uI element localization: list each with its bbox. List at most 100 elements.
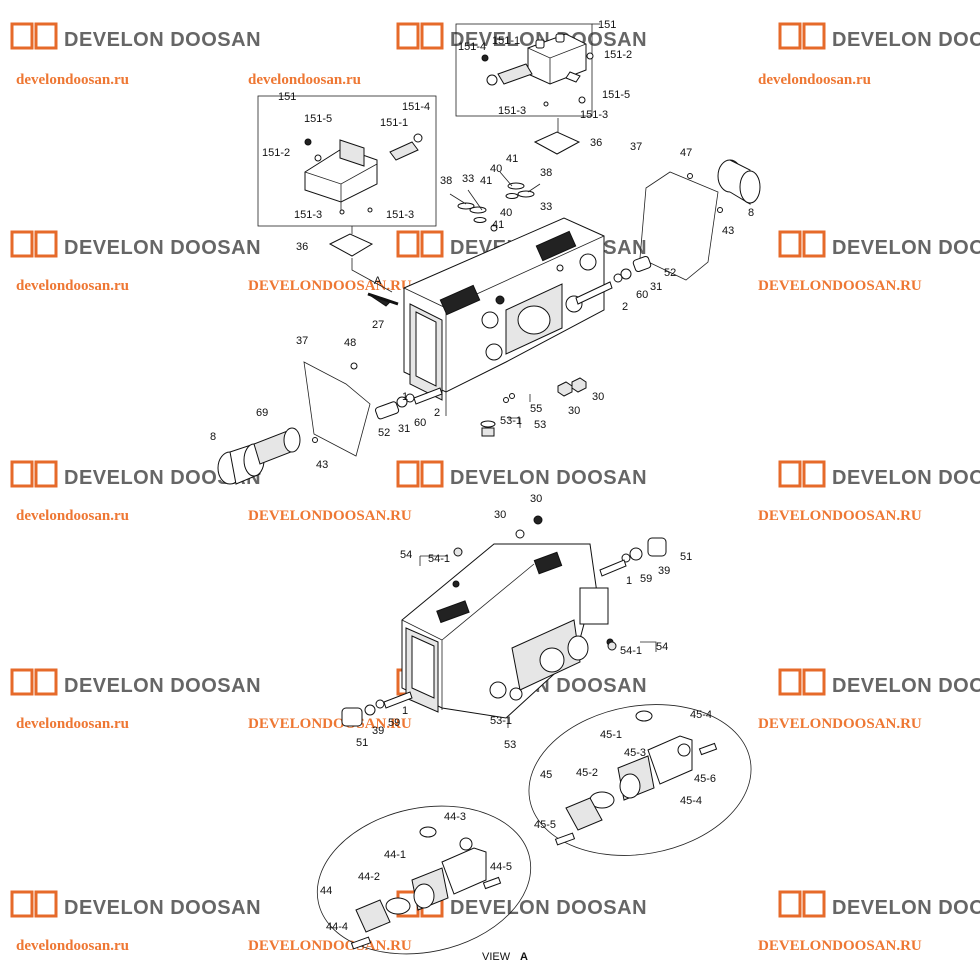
label-45-3: 45-3: [624, 747, 646, 759]
label-41: 41: [506, 153, 518, 165]
label-44: 44: [320, 885, 332, 897]
label-30: 30: [494, 509, 506, 521]
label-1: 1: [402, 705, 408, 717]
label-53-1: 53-1: [500, 415, 522, 427]
label-52: 52: [378, 427, 390, 439]
leader-lines: [419, 171, 657, 728]
label-151-1: 151-1: [380, 117, 408, 129]
watermark-brand: DEVELON DOOSAN: [450, 467, 647, 489]
plug-43-right: [717, 207, 723, 213]
label-33: 33: [540, 201, 552, 213]
valve-assembly-151-left: [257, 95, 437, 227]
label-45-5: 45-5: [534, 819, 556, 831]
watermark-url: DEVELONDOOSAN.RU: [758, 716, 922, 732]
view-caption-word: VIEW: [482, 951, 511, 963]
watermark-brand: DEVELON DOOSAN: [832, 29, 980, 51]
label-31: 31: [650, 281, 662, 293]
label-37: 37: [296, 335, 308, 347]
label-151-4: 151-4: [402, 101, 430, 113]
watermark-brand: DEVELON DOOSAN: [832, 237, 980, 259]
brand-logo-icon: [778, 460, 826, 488]
label-51: 51: [680, 551, 692, 563]
watermark-brand: DEVELON DOOSAN: [832, 897, 980, 919]
label-31: 31: [398, 423, 410, 435]
label-51: 51: [356, 737, 368, 749]
watermark-url: DEVELONDOOSAN.RU: [248, 938, 412, 954]
label-37: 37: [630, 141, 642, 153]
label-30: 30: [592, 391, 604, 403]
watermark-url: develondoosan.ru: [758, 72, 871, 88]
plug-53: [480, 420, 496, 437]
label-151-1: 151-1: [492, 35, 520, 47]
label-45: 45: [540, 769, 552, 781]
label-151-5: 151-5: [602, 89, 630, 101]
label-151-3: 151-3: [294, 209, 322, 221]
label-53: 53: [504, 739, 516, 751]
label-45-4: 45-4: [690, 709, 712, 721]
gasket-36-left: [328, 233, 374, 257]
label-52: 52: [664, 267, 676, 279]
label-44-2: 44-2: [358, 871, 380, 883]
label-30: 30: [530, 493, 542, 505]
label-151-3: 151-3: [498, 105, 526, 117]
watermark-url: DEVELONDOOSAN.RU: [248, 508, 412, 524]
label-33: 33: [462, 173, 474, 185]
watermark-brand: DEVELON DOOSAN: [450, 897, 647, 919]
label-1: 1: [626, 575, 632, 587]
brand-logo-icon: [778, 668, 826, 696]
label-43: 43: [722, 225, 734, 237]
brand-logo-icon: [10, 230, 58, 258]
label-41: 41: [492, 219, 504, 231]
spool-set-lower-left: [341, 691, 413, 727]
brand-logo-icon: [396, 22, 444, 50]
label-38: 38: [440, 175, 452, 187]
label-53: 53: [534, 419, 546, 431]
bearing-8-right: [717, 159, 761, 205]
valve-assembly-151-top: [455, 23, 600, 117]
label-45-2: 45-2: [576, 767, 598, 779]
watermark-url: DEVELONDOOSAN.RU: [248, 278, 412, 294]
label-arrow-a: A: [374, 275, 382, 287]
label-45-4: 45-4: [680, 795, 702, 807]
label-44-3: 44-3: [444, 811, 466, 823]
sleeve-69: [253, 427, 301, 465]
watermark-brand: DEVELON DOOSAN: [64, 237, 261, 259]
view-caption-letter: A: [520, 951, 528, 963]
brand-logo-icon: [778, 22, 826, 50]
watermark-url: develondoosan.ru: [16, 72, 129, 88]
label-59: 59: [388, 717, 400, 729]
watermark-url: DEVELONDOOSAN.RU: [758, 938, 922, 954]
watermark-brand: DEVELON DOOSAN: [64, 897, 261, 919]
callout-labels: 151 151-4 151-1 151-2 151-5 151-3 151-3 …: [210, 19, 754, 963]
label-39: 39: [372, 725, 384, 737]
plugs-30: [557, 377, 587, 397]
label-45-1: 45-1: [600, 729, 622, 741]
pin-48: [350, 362, 358, 370]
brand-logo-icon: [10, 668, 58, 696]
brand-logo-icon: [396, 460, 444, 488]
watermark-brand: DEVELON DOOSAN: [64, 467, 261, 489]
label-8: 8: [748, 207, 754, 219]
watermark-url: develondoosan.ru: [248, 72, 361, 88]
label-151-top: 151: [598, 19, 616, 31]
o-rings-33-38-40-41: [457, 182, 535, 232]
label-54-1: 54-1: [428, 553, 450, 565]
label-38: 38: [540, 167, 552, 179]
watermark-brand: DEVELON DOOSAN: [450, 29, 647, 51]
watermark-brand: DEVELON DOOSAN: [64, 675, 261, 697]
pin-47: [687, 173, 693, 179]
watermark-brand: DEVELON DOOSAN: [64, 29, 261, 51]
watermark-url: DEVELONDOOSAN.RU: [758, 278, 922, 294]
label-60: 60: [636, 289, 648, 301]
gasket-36-top: [533, 131, 581, 155]
watermark-url: develondoosan.ru: [16, 508, 129, 524]
label-41: 41: [480, 175, 492, 187]
gasket-37-left: [303, 361, 371, 457]
spool-set-right: [575, 255, 652, 305]
label-40: 40: [490, 163, 502, 175]
brand-logo-icon: [778, 890, 826, 918]
assembly-44: [316, 805, 532, 955]
label-27: 27: [372, 319, 384, 331]
